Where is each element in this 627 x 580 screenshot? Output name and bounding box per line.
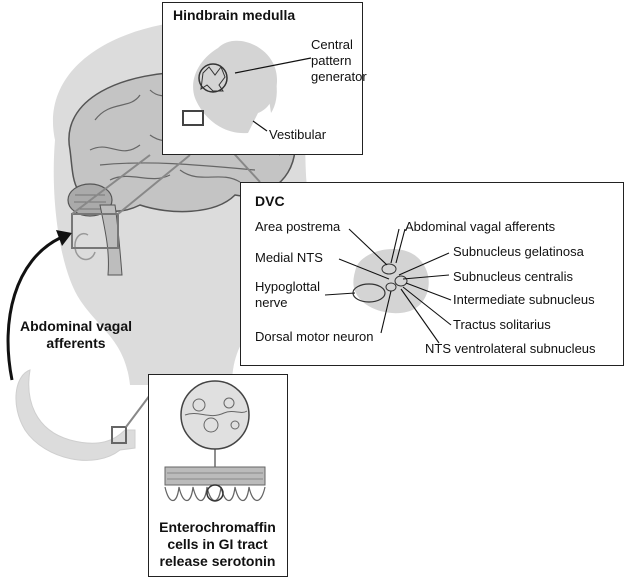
ear [74,233,96,261]
nts-region [394,275,408,287]
gut-panel: Enterochromaffin cells in GI tract relea… [148,374,288,577]
dorsal-motor-neuron-label: Dorsal motor neuron [255,329,374,344]
area-postrema-label: Area postrema [255,219,341,234]
dvc-title: DVC [255,193,285,209]
gut-highlight-box [111,426,127,444]
gut-caption: Enterochromaffin cells in GI tract relea… [159,519,276,569]
dvc-artwork [324,228,452,344]
vestibular-label: Vestibular [269,127,327,142]
subnucleus-gelatinosa-label: Subnucleus gelatinosa [453,244,584,259]
afferent-arrow [6,236,61,381]
hypoglottal-nerve-label: Hypoglottal nerve [255,279,321,310]
arrowhead [56,230,72,246]
cerebellum-folds [74,194,106,210]
connector-line [125,394,151,428]
subnucleus-centralis-label: Subnucleus centralis [453,269,573,284]
brainstem [99,204,123,276]
muscle-stripes [167,472,263,480]
cell-detail [184,397,248,433]
olive-folds [200,65,226,92]
leader-line [234,57,312,74]
arrow-label: Abdominal vagal afferents [19,318,133,351]
hindbrain-panel: Hindbrain medulla Central pattern genera… [162,2,367,155]
dvc-panel: DVC Area postrema Abdominal vagal affere… [240,182,624,366]
stomach [15,369,136,461]
gut-artwork [164,380,266,502]
medulla-artwork [182,40,312,134]
tractus-solitarius-label: Tractus solitarius [453,317,551,332]
olive-nucleus [198,63,228,93]
dvc-shape [353,248,429,314]
villi [164,486,266,502]
hindbrain-title: Hindbrain medulla [173,7,296,23]
intermediate-subnucleus-label: Intermediate subnucleus [453,292,595,307]
nts-ventrolateral-label: NTS ventrolateral subnucleus [425,341,596,356]
medial-nts-label: Medial NTS [255,250,323,265]
leader-line [252,120,268,132]
area-postrema [381,263,397,275]
abdominal-vagal-afferents-label: Abdominal vagal afferents [405,219,556,234]
brainstem-highlight-box [71,213,119,249]
dvc-leader-lines [324,228,452,344]
central-pattern-generator-label: Central pattern generator [311,37,367,84]
enterochromaffin-highlight [206,484,224,502]
connector-line [117,154,191,215]
medulla-shape [193,40,278,134]
muscle-layer [164,466,266,486]
connector-line [71,154,151,215]
dvc-highlight-box [182,110,204,126]
